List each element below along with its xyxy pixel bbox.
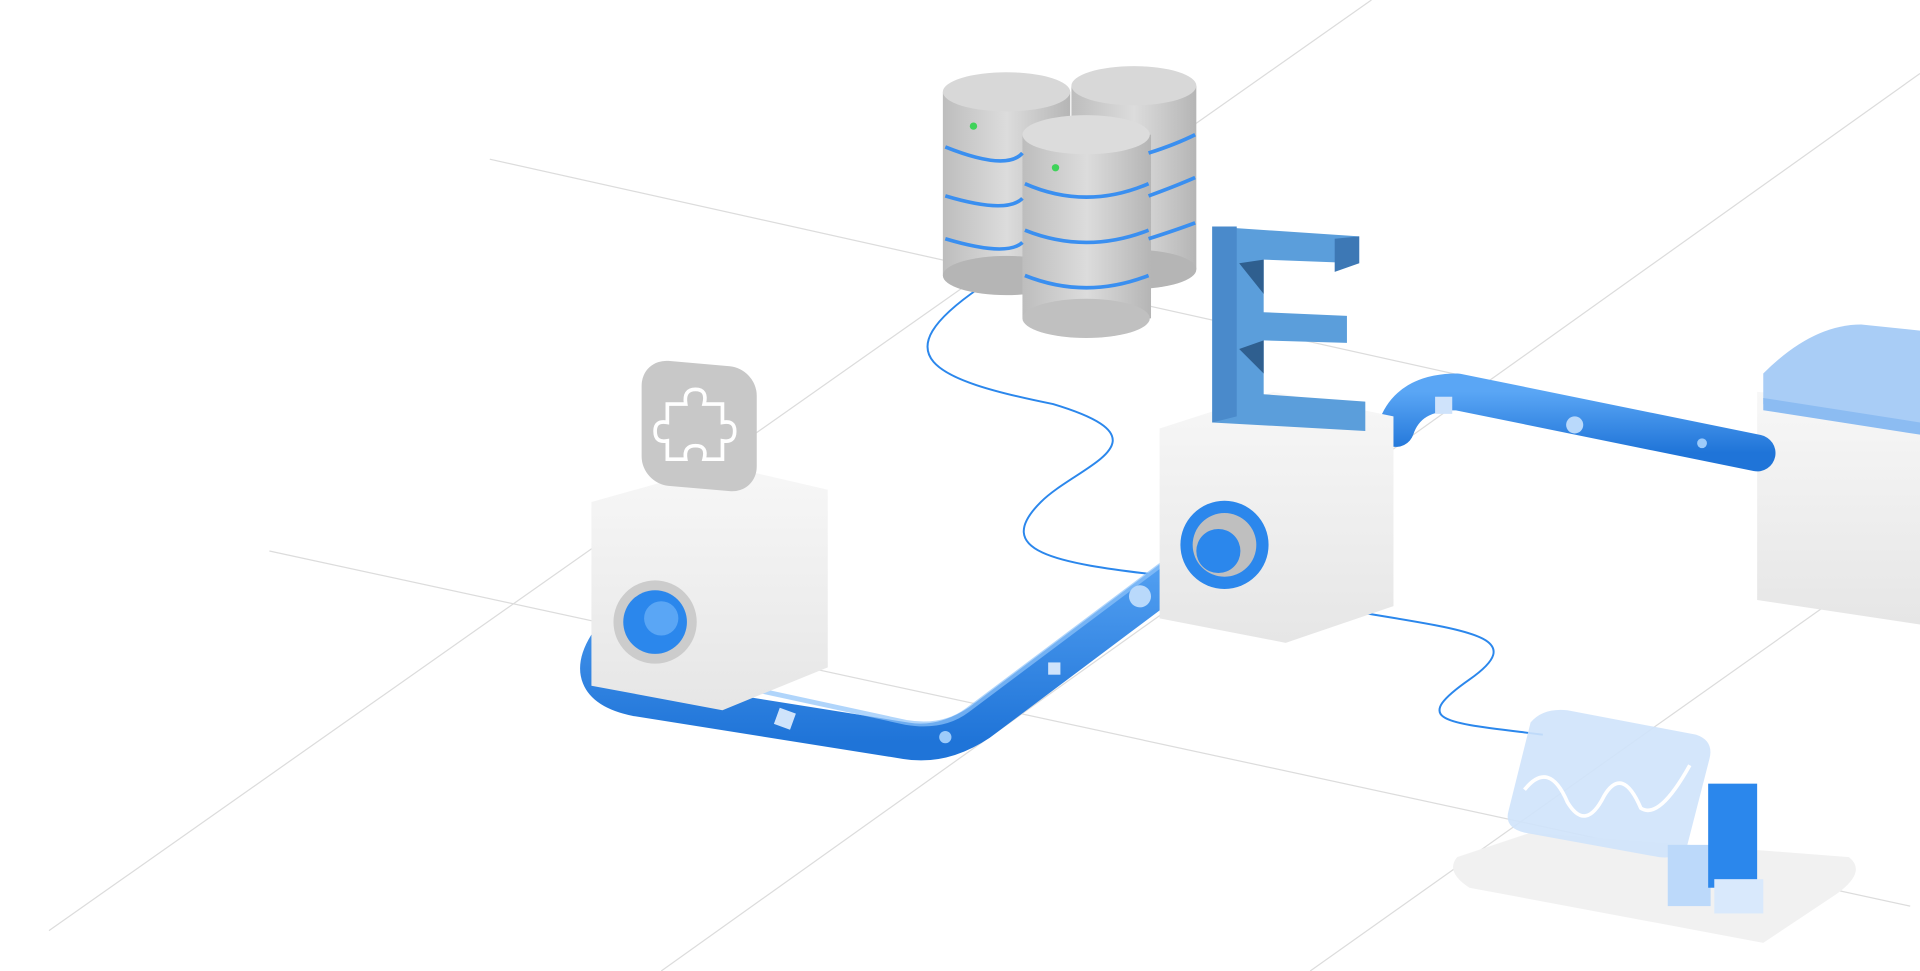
destination-block: [1757, 324, 1920, 625]
cables: [926, 286, 1543, 736]
bar-chart-icon: [1667, 783, 1764, 914]
line-chart-icon: [1523, 764, 1692, 818]
puzzle-icon: [653, 387, 737, 462]
logo-letter-e-icon: [1212, 226, 1366, 432]
analytics-dashboard: [1453, 709, 1856, 943]
plugin-tile: [641, 360, 757, 492]
source-block: [591, 465, 828, 711]
database-icon: [942, 66, 1197, 338]
engine-block: [1159, 391, 1394, 643]
data-packets: [773, 396, 1707, 744]
